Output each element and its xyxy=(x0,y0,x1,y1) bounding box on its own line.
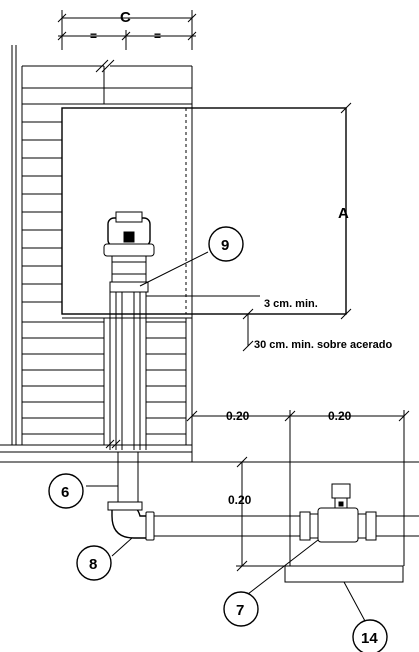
dimension-c xyxy=(57,10,197,50)
ground-line xyxy=(0,444,419,463)
horizontal-pipe xyxy=(145,483,419,543)
callout-6-label: 6 xyxy=(61,484,69,501)
equal-right-label: = xyxy=(154,29,161,43)
support-block xyxy=(284,565,404,583)
callout-14-label: 14 xyxy=(361,630,378,647)
h-020-left-label: 0.20 xyxy=(226,409,250,423)
callout-7-label: 7 xyxy=(236,602,244,619)
v-020-label: 0.20 xyxy=(228,493,252,507)
vertical-pipe xyxy=(105,292,147,450)
meter-niche xyxy=(61,107,347,315)
wall-section xyxy=(11,45,193,462)
lower-dimensions xyxy=(186,410,410,572)
dimension-a-label: A xyxy=(338,205,349,222)
dimension-a xyxy=(340,102,352,320)
min-3cm-label: 3 cm. min. xyxy=(264,298,318,310)
callout-8-label: 8 xyxy=(89,556,97,573)
min-30cm-label: 30 cm. min. sobre acerado xyxy=(254,339,392,351)
elbow-fitting xyxy=(107,501,149,539)
callout-9-label: 9 xyxy=(221,237,229,254)
equal-left-label: = xyxy=(90,29,97,43)
clearance-dimensions xyxy=(146,295,260,352)
dimension-c-label: C xyxy=(120,9,131,26)
valve-assembly xyxy=(103,211,155,293)
callout-circles xyxy=(48,226,388,652)
h-020-right-label: 0.20 xyxy=(328,409,352,423)
